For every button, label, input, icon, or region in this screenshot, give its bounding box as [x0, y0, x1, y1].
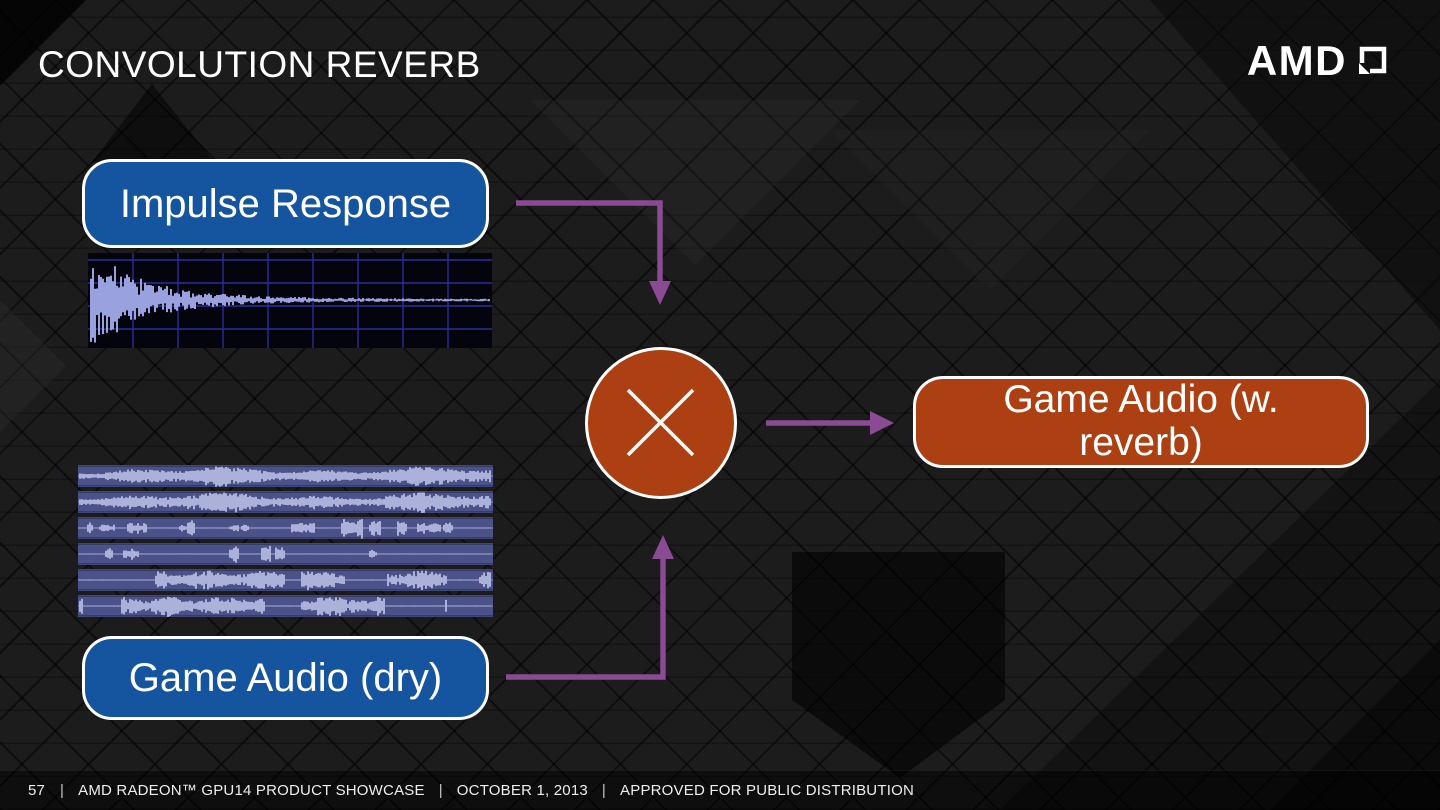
- game-audio-waveform: [78, 465, 493, 617]
- impulse-response-label: Impulse Response: [119, 181, 452, 226]
- multiply-icon: [626, 388, 695, 457]
- game-audio-dry-label: Game Audio (dry): [128, 656, 443, 700]
- multiply-node: [585, 347, 737, 499]
- footer-approval-text: APPROVED FOR PUBLIC DISTRIBUTION: [620, 782, 914, 799]
- game-audio-wet-label: Game Audio (w. reverb): [1003, 378, 1279, 464]
- amd-logo-text: AMD: [1246, 37, 1347, 84]
- game-audio-dry-node: Game Audio (dry): [82, 636, 489, 720]
- footer-separator: |: [60, 782, 65, 799]
- footer-showcase-text: AMD RADEON™ GPU14 PRODUCT SHOWCASE: [78, 782, 425, 799]
- footer-date-text: OCTOBER 1, 2013: [456, 782, 588, 799]
- footer-separator: |: [438, 782, 443, 799]
- page-number: 57: [28, 782, 46, 799]
- page-title: CONVOLUTION REVERB: [38, 44, 481, 85]
- amd-logo: AMD: [1247, 40, 1390, 82]
- footer-separator: |: [601, 782, 607, 799]
- game-audio-wet-node: Game Audio (w. reverb): [913, 376, 1369, 468]
- amd-arrow-icon: [1359, 46, 1387, 74]
- impulse-response-waveform: [88, 253, 492, 348]
- impulse-response-node: Impulse Response: [82, 159, 489, 248]
- footer-bar: 57 | AMD RADEON™ GPU14 PRODUCT SHOWCASE …: [0, 770, 1440, 810]
